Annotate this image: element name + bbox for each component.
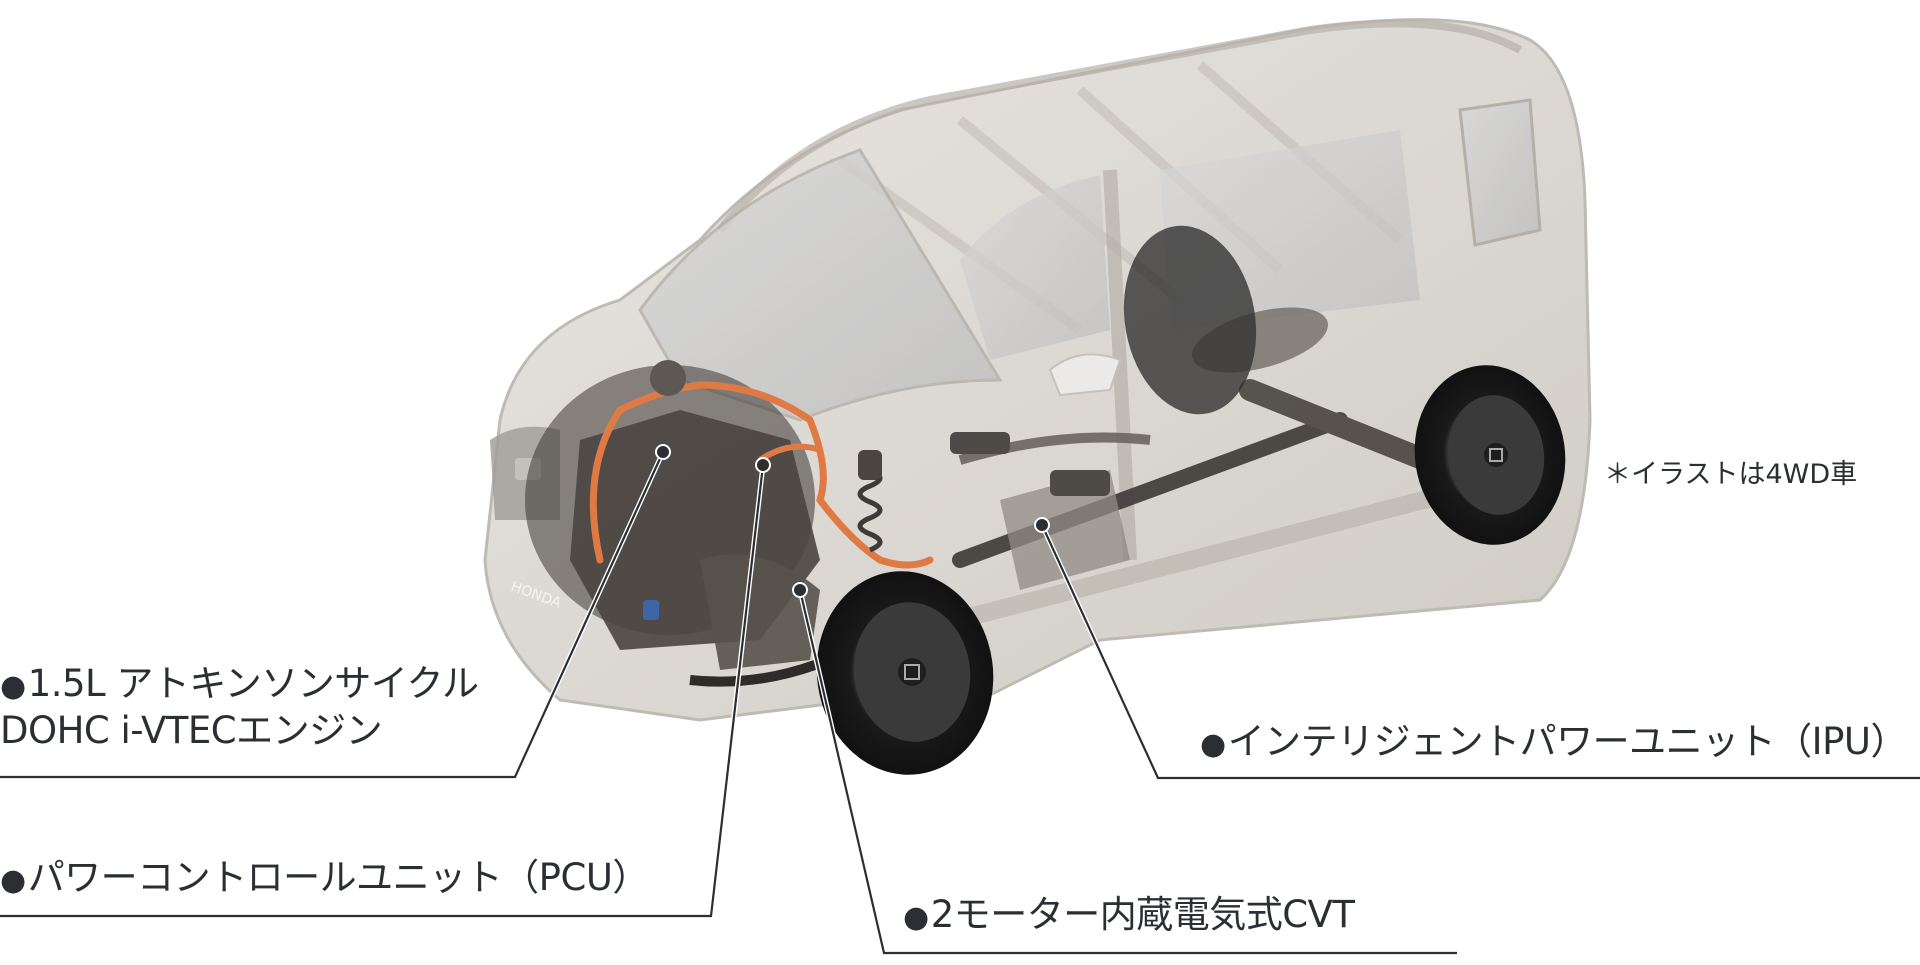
- leader-line-ipu: [1041, 524, 1920, 780]
- drivetrain: [950, 225, 1461, 590]
- callout-ipu: ●インテリジェントパワーユニット（IPU）: [1200, 720, 1908, 767]
- leader-line-cvt: [798, 589, 1457, 955]
- callout-ipu-text: インテリジェントパワーユニット（IPU）: [1227, 720, 1908, 763]
- callout-engine-line-1: ●1.5L アトキンソンサイクル: [0, 662, 479, 705]
- bullet-icon: ●: [903, 900, 929, 935]
- dot-pcu: [755, 457, 771, 473]
- bullet-icon: ●: [1200, 727, 1226, 762]
- callout-pcu-text: パワーコントロールユニット（PCU）: [27, 856, 650, 899]
- hv-cable: [589, 381, 934, 569]
- leader-line-engine: [0, 451, 665, 779]
- bullet-icon: ●: [0, 669, 26, 704]
- dot-cvt: [792, 582, 808, 598]
- callout-cvt: ●2モーター内蔵電気式CVT: [903, 893, 1355, 940]
- leader-dots: [655, 444, 1050, 598]
- bullet-icon: ●: [0, 863, 26, 898]
- callout-cvt-text: 2モーター内蔵電気式CVT: [930, 893, 1355, 936]
- rear-wheel: [1414, 365, 1566, 545]
- dot-ipu: [1034, 517, 1050, 533]
- callout-engine: ●1.5L アトキンソンサイクル DOHC i-VTECエンジン: [0, 662, 479, 753]
- callout-pcu: ●パワーコントロールユニット（PCU）: [0, 856, 649, 903]
- dot-engine: [655, 444, 671, 460]
- cvt-housing: [700, 554, 820, 670]
- callout-engine-line-2: DOHC i-VTECエンジン: [0, 709, 383, 752]
- illustration-note: ＊イラストは4WD車: [1604, 459, 1858, 490]
- leader-lines: [0, 450, 1920, 956]
- front-wheel: [816, 571, 994, 775]
- leader-line-pcu: [0, 464, 765, 918]
